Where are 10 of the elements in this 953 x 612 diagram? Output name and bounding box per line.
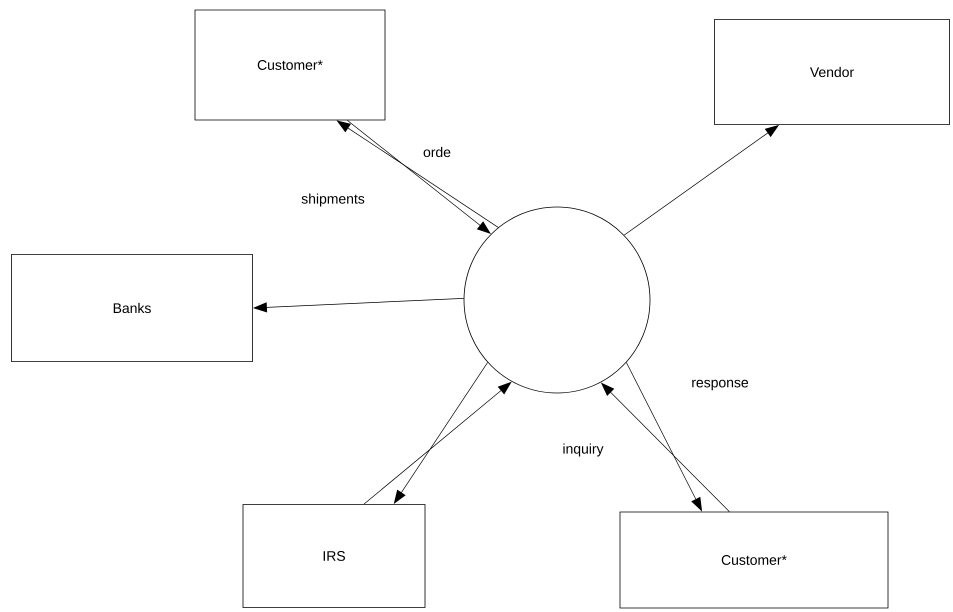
process-circle bbox=[464, 206, 650, 394]
entity-box: Customer* bbox=[194, 10, 386, 120]
edge-label: inquiry bbox=[560, 442, 606, 458]
edge-label: orde bbox=[422, 145, 452, 159]
edge-label: response bbox=[690, 378, 750, 392]
entity-box: Vendor bbox=[714, 19, 950, 125]
entity-box: IRS bbox=[242, 504, 426, 608]
entity-box: Customer* bbox=[620, 512, 888, 608]
entity-box: Banks bbox=[11, 254, 253, 362]
edge-label: shipments bbox=[300, 192, 366, 208]
